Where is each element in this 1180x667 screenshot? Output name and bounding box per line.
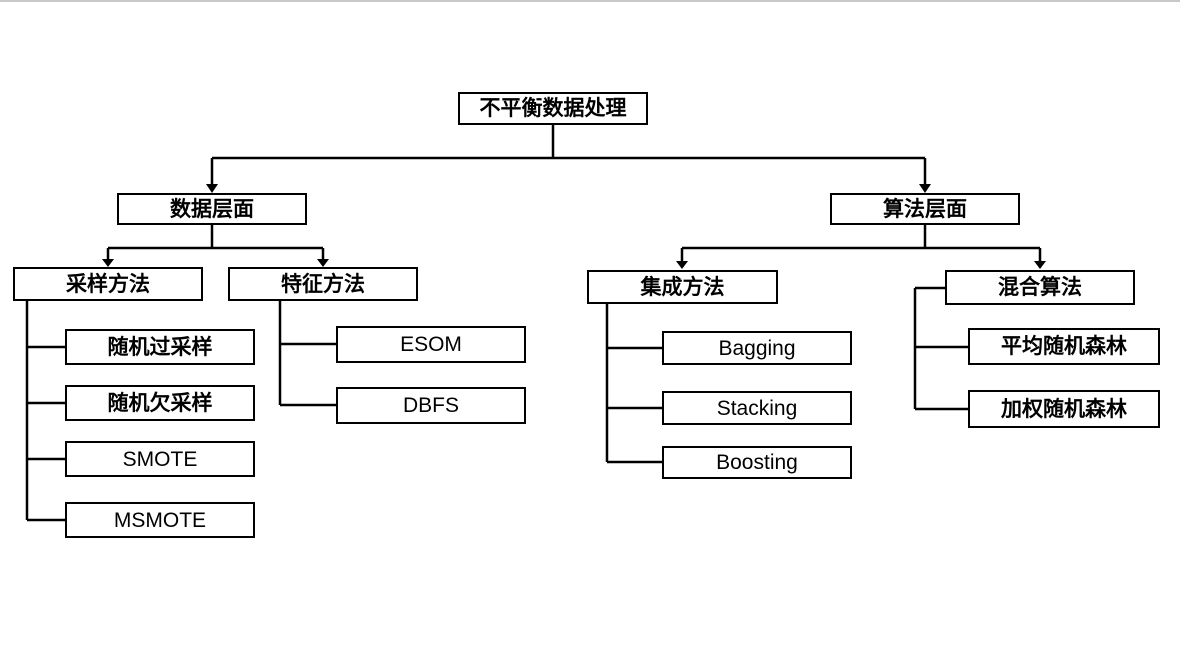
top-divider xyxy=(0,0,1180,2)
connector-data-level-to-children xyxy=(102,225,329,267)
node-bagging: Bagging xyxy=(662,331,852,365)
node-ensemble-methods: 集成方法 xyxy=(587,270,778,304)
arrowhead-feature-methods xyxy=(317,259,329,267)
node-dbfs: DBFS xyxy=(336,387,526,424)
arrowhead-sampling-methods xyxy=(102,259,114,267)
arrowhead-ensemble-methods xyxy=(676,261,688,269)
node-random-oversampling: 随机过采样 xyxy=(65,329,255,365)
node-root: 不平衡数据处理 xyxy=(458,92,648,125)
connector-sampling-leaves xyxy=(25,301,65,522)
node-msmote: MSMOTE xyxy=(65,502,255,538)
connector-ensemble-leaves xyxy=(605,304,662,464)
node-algorithm-level: 算法层面 xyxy=(830,193,1020,225)
node-boosting: Boosting xyxy=(662,446,852,479)
connector-hybrid-leaves xyxy=(913,286,968,411)
connector-algorithm-level-to-children xyxy=(676,225,1046,269)
node-data-level: 数据层面 xyxy=(117,193,307,225)
node-smote: SMOTE xyxy=(65,441,255,477)
node-stacking: Stacking xyxy=(662,391,852,425)
node-esom: ESOM xyxy=(336,326,526,363)
node-sampling-methods: 采样方法 xyxy=(13,267,203,301)
connector-feature-leaves xyxy=(278,301,336,407)
node-random-undersampling: 随机欠采样 xyxy=(65,385,255,421)
arrowhead-data-level xyxy=(206,184,218,193)
node-feature-methods: 特征方法 xyxy=(228,267,418,301)
arrowhead-algorithm-level xyxy=(919,184,931,193)
arrowhead-hybrid-algorithms xyxy=(1034,261,1046,269)
node-average-random-forest: 平均随机森林 xyxy=(968,328,1160,365)
node-hybrid-algorithms: 混合算法 xyxy=(945,270,1135,305)
node-weighted-random-forest: 加权随机森林 xyxy=(968,390,1160,428)
connector-root-to-level2 xyxy=(206,125,931,193)
